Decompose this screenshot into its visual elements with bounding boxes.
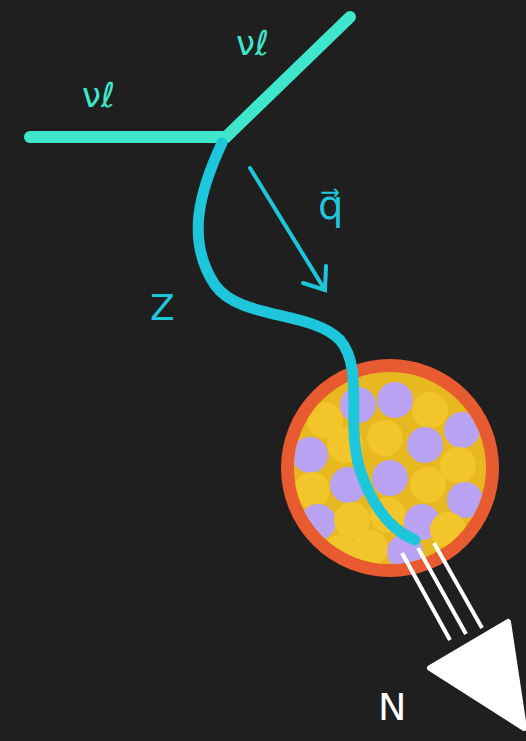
momentum-arrow [250,168,326,290]
momentum-label: q⃗ [318,185,343,225]
boson-label: Z [150,290,175,326]
boson-line [198,143,415,540]
nucleus-label: N [378,688,406,726]
particle-label: νℓ [236,26,269,60]
particle-label: νℓ [82,78,115,112]
neutrino-line [226,17,350,137]
nucleus [288,366,492,571]
neutrino-line [30,131,226,143]
outgoing-arrow [402,543,524,728]
